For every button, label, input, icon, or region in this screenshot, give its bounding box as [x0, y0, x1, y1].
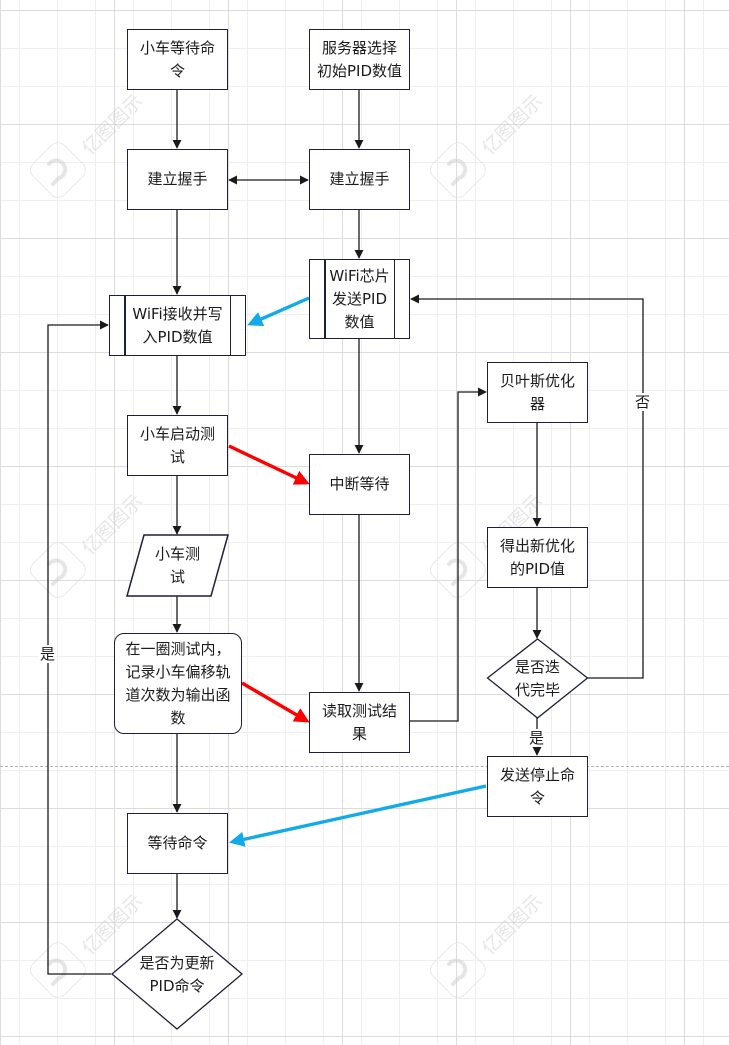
node-wifi-receive-write[interactable]: WiFi接收并写入PID数值 — [109, 295, 246, 356]
edge-label-yes: 是 — [528, 729, 546, 747]
node-car-test-shape — [126, 534, 229, 597]
node-server-handshake[interactable]: 建立握手 — [309, 149, 410, 210]
node-label: 中断等待 — [329, 475, 390, 493]
edge-label-no: 否 — [634, 393, 652, 411]
node-car-wait-command[interactable]: 小车等待命令 — [127, 29, 228, 90]
wireless-arrow-send-pid — [247, 296, 310, 327]
node-label: 是否迭代完毕 — [514, 657, 560, 699]
node-server-select-pid[interactable]: 服务器选择初始PID数值 — [309, 29, 410, 90]
node-bayes-optimizer[interactable]: 贝叶斯优化器 — [487, 362, 588, 423]
node-label: 小车启动测试 — [139, 424, 215, 466]
node-update-pid-command[interactable]: 是否为更新PID命令 — [111, 918, 243, 1031]
node-update-pid-shape — [110, 918, 244, 1030]
node-new-pid[interactable]: 得出新优化的PID值 — [487, 527, 588, 588]
node-iteration-done-shape — [486, 638, 589, 719]
node-label: 在一圈测试内，记录小车偏移轨道次数为输出函数 — [125, 639, 231, 727]
wireless-arrow-send-stop — [229, 784, 487, 847]
watermark-logo: 亿图图示 — [30, 90, 147, 198]
node-label: 发送停止命令 — [499, 765, 575, 807]
watermark-logo: 亿图图示 — [430, 90, 547, 198]
node-label: 建立握手 — [147, 170, 208, 188]
node-label: 建立握手 — [329, 170, 390, 188]
connector-decision-no-loop — [410, 294, 644, 679]
swimlane-divider — [0, 766, 729, 767]
signal-arrow-record-read — [241, 681, 310, 723]
node-label: 读取测试结果 — [321, 701, 397, 743]
node-label: 小车测试 — [154, 544, 200, 586]
node-label: 得出新优化的PID值 — [499, 536, 575, 578]
node-car-test[interactable]: 小车测试 — [127, 535, 228, 596]
node-wait-command[interactable]: 等待命令 — [127, 813, 228, 874]
node-record-offset[interactable]: 在一圈测试内，记录小车偏移轨道次数为输出函数 — [114, 633, 242, 734]
node-read-results[interactable]: 读取测试结果 — [309, 692, 410, 753]
node-label: WiFi芯片发送PID数值 — [329, 266, 390, 331]
node-interrupt-wait[interactable]: 中断等待 — [309, 454, 410, 515]
connector-read-to-bayes — [410, 387, 487, 722]
node-label: 贝叶斯优化器 — [499, 371, 575, 413]
watermark-logo: 亿图图示 — [30, 490, 147, 598]
watermark-logo: 亿图图示 — [430, 890, 547, 998]
node-car-handshake[interactable]: 建立握手 — [127, 149, 228, 210]
node-label: WiFi接收并写入PID数值 — [132, 304, 223, 346]
node-send-stop[interactable]: 发送停止命令 — [487, 756, 588, 817]
node-label: 服务器选择初始PID数值 — [316, 38, 403, 80]
watermark-logo: 亿图图示 — [30, 890, 147, 998]
node-label: 是否为更新PID命令 — [139, 953, 215, 995]
node-wifi-chip-send[interactable]: WiFi芯片发送PID数值 — [309, 259, 410, 339]
edge-label-yes-update: 是 — [39, 645, 57, 663]
connector-update-yes-loop — [47, 320, 111, 975]
node-label: 小车等待命令 — [139, 38, 215, 80]
signal-arrow-start-interrupt — [228, 444, 310, 485]
node-label: 等待命令 — [147, 834, 208, 852]
node-iteration-done[interactable]: 是否迭代完毕 — [487, 638, 588, 719]
node-car-start-test[interactable]: 小车启动测试 — [127, 415, 228, 476]
